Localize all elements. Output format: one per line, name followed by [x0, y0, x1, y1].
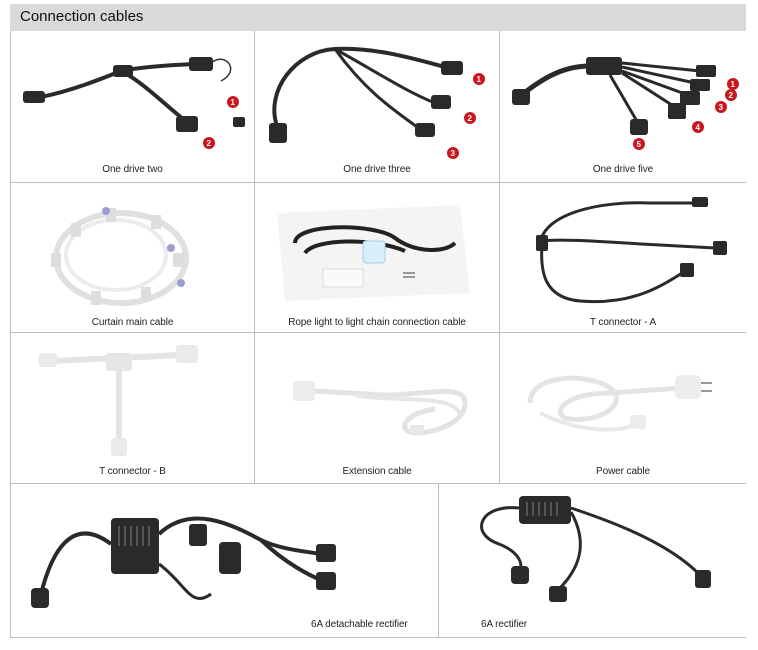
product-cell-extension-cable: Extension cable	[255, 333, 500, 484]
svg-text:5: 5	[637, 140, 642, 149]
product-cell-one-drive-five: 1 2 3 4 5 One drive five	[500, 31, 746, 183]
product-caption: Rope light to light chain connection cab…	[288, 317, 466, 328]
product-cell-t-connector-b: T connector - B	[10, 333, 255, 484]
t-connector-a-image	[536, 197, 727, 304]
one-drive-five-image: 1 2 3 4 5	[512, 57, 739, 150]
product-caption: One drive three	[343, 164, 411, 175]
product-caption: One drive five	[592, 164, 654, 175]
section-title: Connection cables	[20, 8, 144, 25]
badge-5: 5	[633, 138, 645, 150]
product-cell-curtain-main-cable: Curtain main cable	[10, 183, 255, 333]
product-caption: Power cable	[596, 466, 650, 477]
section-header: Connection cables	[10, 4, 746, 31]
product-cell-one-drive-three: 1 2 3 One drive three	[255, 31, 500, 183]
product-caption: 6A detachable rectifier	[311, 619, 408, 630]
badge-2: 2	[464, 112, 476, 124]
extension-cable-image	[293, 381, 468, 436]
badge-2: 2	[725, 89, 737, 101]
svg-text:2: 2	[729, 91, 734, 100]
one-drive-three-image: 1 2 3	[269, 46, 485, 159]
power-cable-image	[527, 375, 712, 432]
svg-text:2: 2	[468, 114, 473, 123]
badge-4: 4	[692, 121, 704, 133]
curtain-main-cable-image	[51, 207, 189, 306]
product-cell-6a-rectifier: 6A rectifier	[439, 484, 747, 637]
svg-text:3: 3	[451, 149, 456, 158]
svg-text:4: 4	[696, 123, 701, 132]
bottom-row: 6A detachable rectifier 6A rectifier	[10, 484, 747, 638]
badge-1: 1	[727, 78, 739, 90]
product-cell-6a-detachable-rectifier: 6A detachable rectifier	[11, 484, 439, 637]
svg-text:1: 1	[477, 75, 482, 84]
6a-detachable-rectifier-image	[31, 516, 336, 608]
6a-rectifier-image	[480, 496, 711, 602]
badge-1: 1	[473, 73, 485, 85]
product-cell-t-connector-a: T connector - A	[500, 183, 746, 333]
product-caption: 6A rectifier	[481, 619, 528, 630]
product-caption: T connector - A	[589, 317, 657, 328]
badge-3: 3	[447, 147, 459, 159]
svg-text:2: 2	[207, 139, 212, 148]
product-grid: 1 2 One drive two 1 2 3 One drive three	[10, 31, 746, 484]
product-cell-one-drive-two: 1 2 One drive two	[10, 31, 255, 183]
svg-text:1: 1	[731, 80, 736, 89]
badge-2: 2	[203, 137, 215, 149]
svg-text:3: 3	[719, 103, 724, 112]
rope-light-connection-cable-image	[277, 205, 470, 301]
product-caption: T connector - B	[99, 466, 166, 477]
badge-1: 1	[227, 96, 239, 108]
one-drive-two-image: 1 2	[23, 57, 245, 149]
product-caption: One drive two	[102, 164, 163, 175]
product-cell-rope-light-connection-cable: Rope light to light chain connection cab…	[255, 183, 500, 333]
product-caption: Extension cable	[342, 466, 412, 477]
badge-3: 3	[715, 101, 727, 113]
product-caption: Curtain main cable	[91, 317, 174, 328]
t-connector-b-image	[39, 345, 198, 456]
product-cell-power-cable: Power cable	[500, 333, 746, 484]
svg-text:1: 1	[231, 98, 236, 107]
